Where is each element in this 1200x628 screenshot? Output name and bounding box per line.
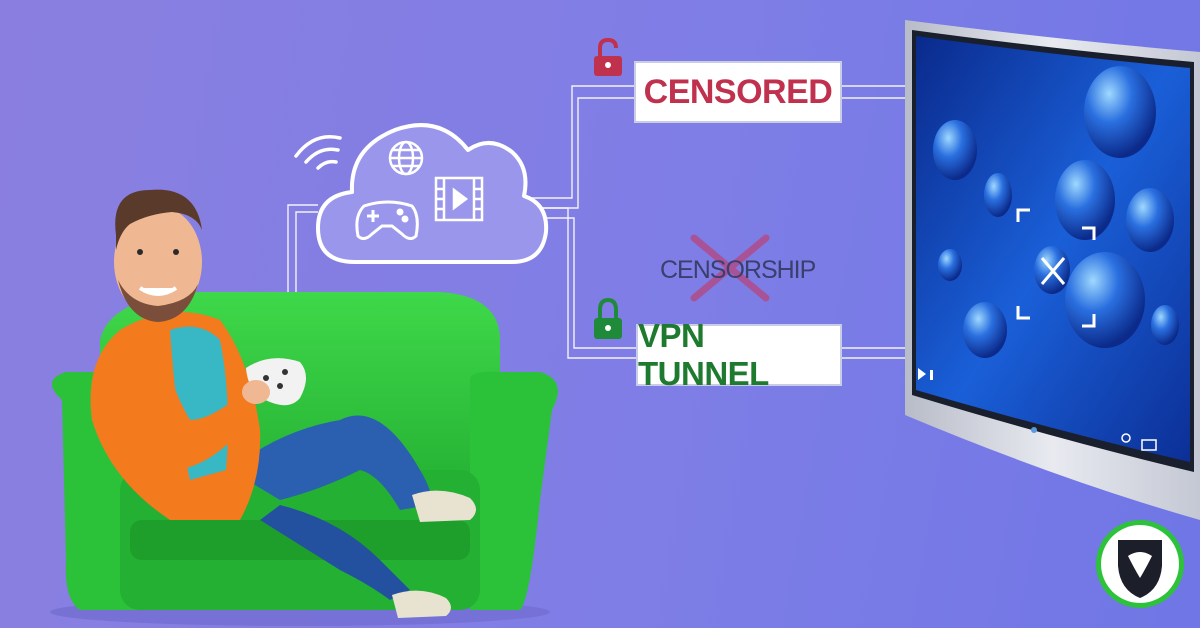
curved-tv bbox=[905, 20, 1200, 520]
censorship-label: CENSORSHIP bbox=[660, 256, 816, 284]
x-mark-icon bbox=[1040, 257, 1066, 285]
censored-label: CENSORED bbox=[643, 72, 833, 111]
vpn-tunnel-label: VPN TUNNEL bbox=[638, 317, 769, 392]
shield-logo bbox=[1096, 520, 1184, 608]
gamepad-icon bbox=[355, 200, 419, 241]
x-mark-icon bbox=[690, 234, 770, 302]
vpn-tunnel-label-box: VPN TUNNEL bbox=[636, 317, 842, 392]
video-icon bbox=[434, 176, 484, 222]
focus-frame bbox=[1016, 208, 1096, 328]
globe-icon bbox=[388, 140, 424, 176]
unlocked-padlock-icon bbox=[594, 37, 622, 76]
cloud-icon bbox=[316, 123, 549, 264]
man-with-controller bbox=[90, 189, 476, 618]
screen-bubbles bbox=[933, 66, 1179, 358]
tv-controls bbox=[918, 368, 1157, 451]
wifi-icon bbox=[294, 135, 342, 170]
censored-label-box: CENSORED bbox=[634, 61, 842, 123]
locked-padlock-icon bbox=[594, 297, 622, 339]
